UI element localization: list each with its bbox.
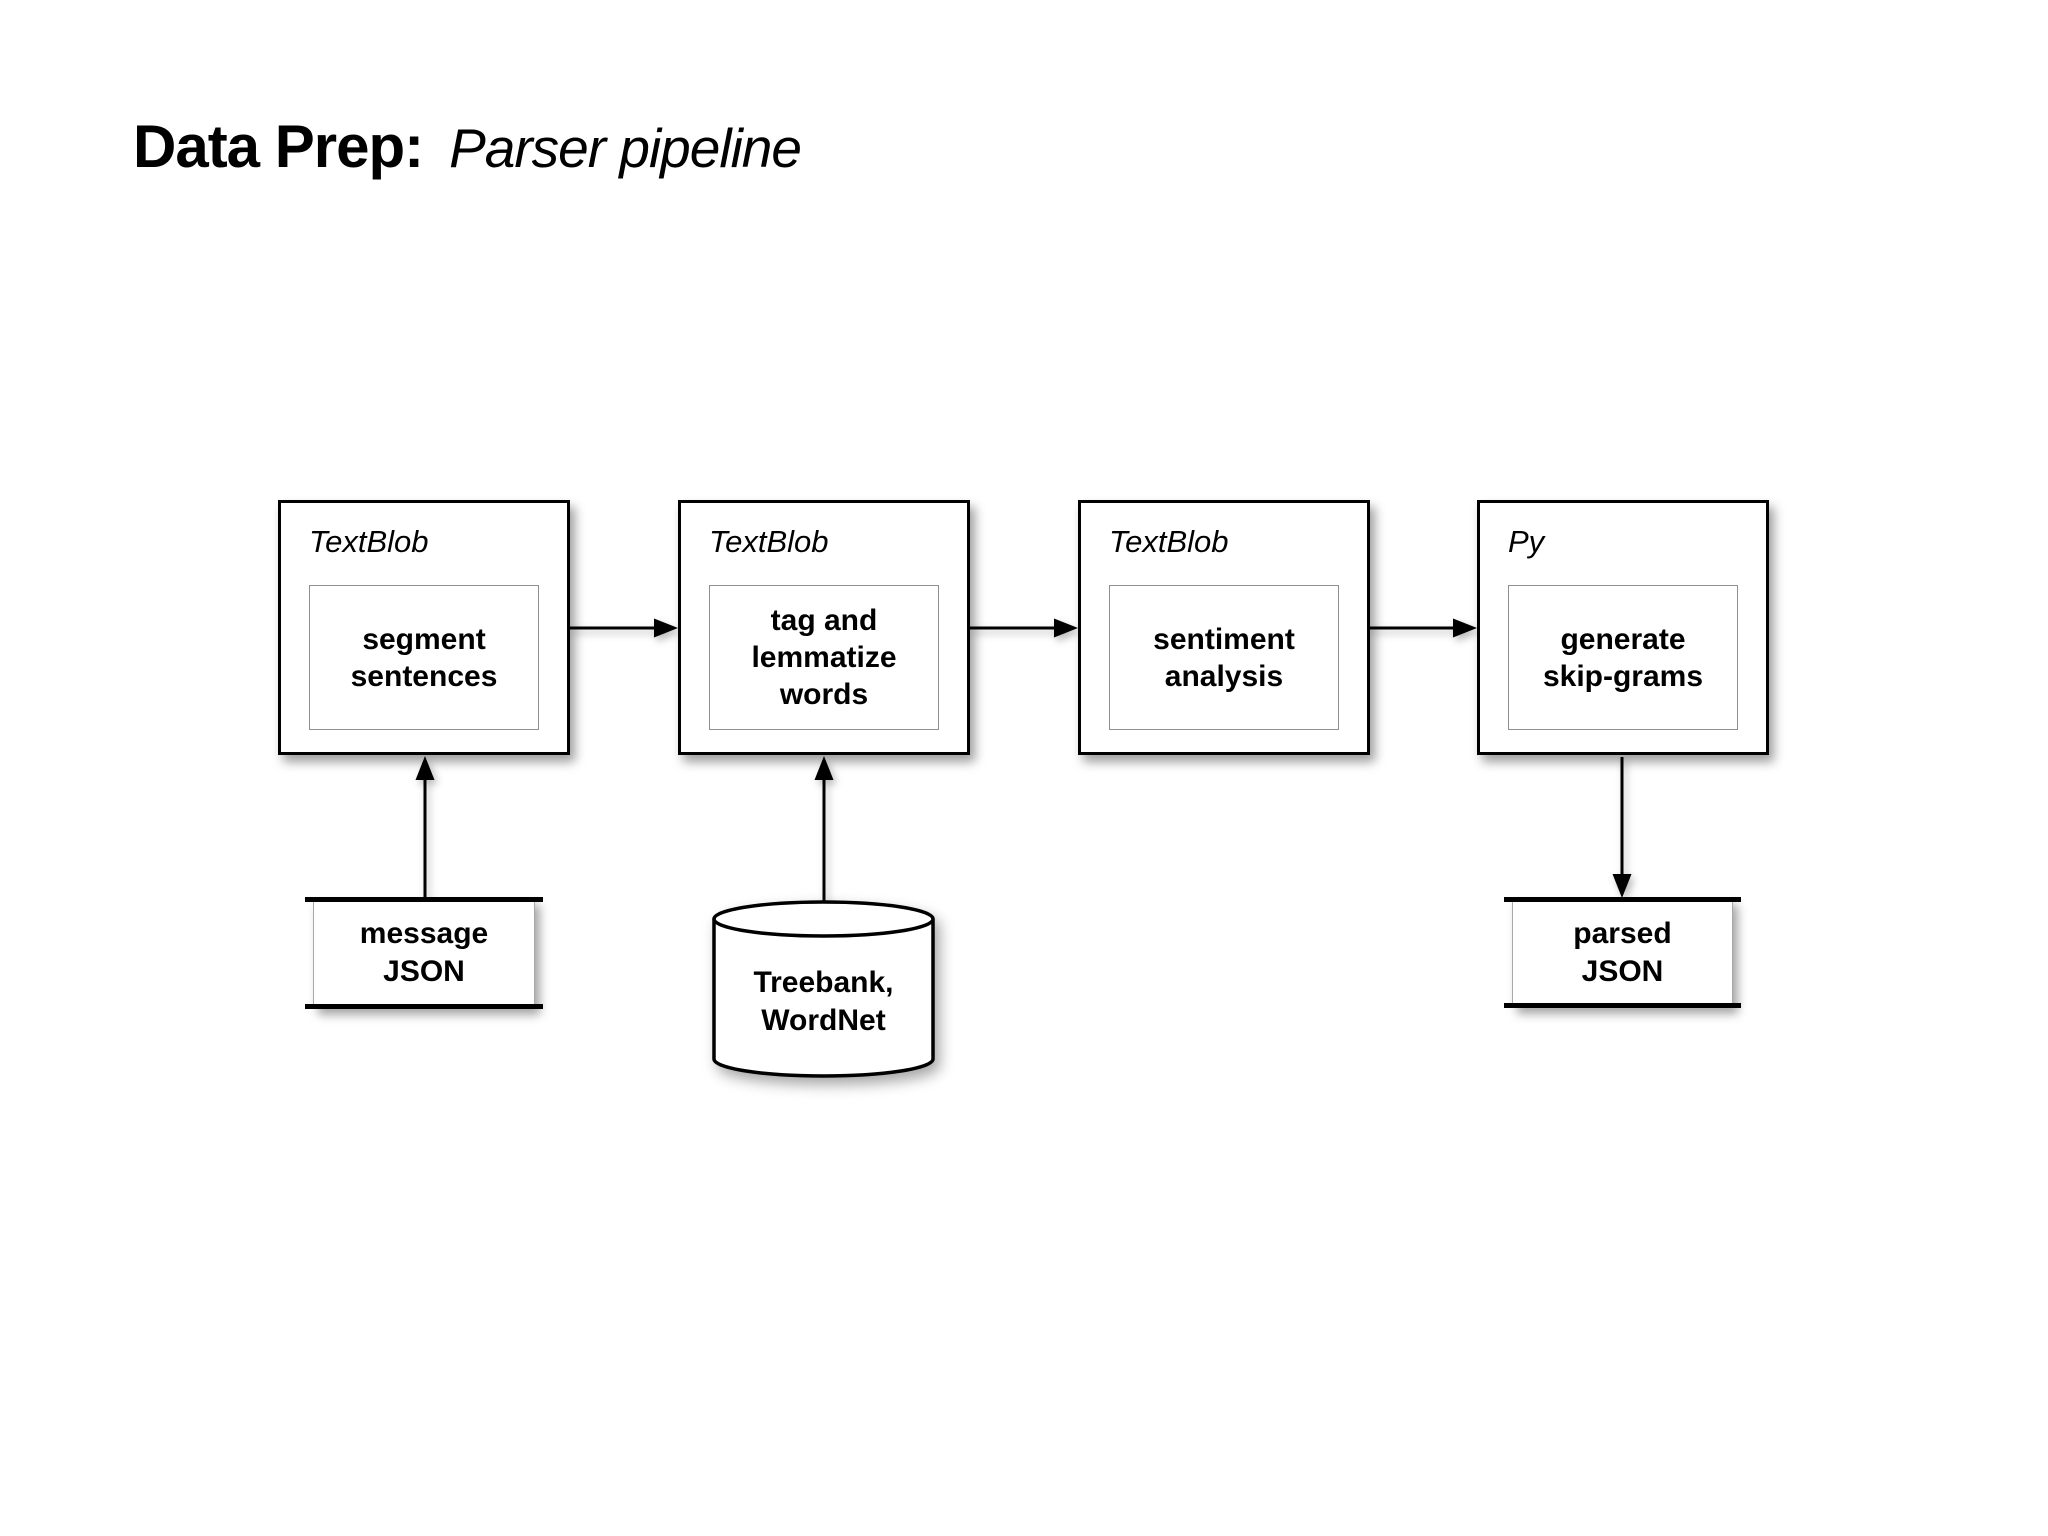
- arrow-treebank-to-stage2: [814, 756, 834, 912]
- output-card-label: parsed JSON: [1573, 916, 1672, 988]
- action-label: tag and lemmatize words: [751, 604, 897, 711]
- action-box: segment sentences: [309, 585, 539, 730]
- stage-box-sentiment-analysis: TextBlob sentiment analysis: [1078, 500, 1370, 755]
- database-label: Treebank, WordNet: [753, 966, 894, 1037]
- title-heading: Data Prep:: [133, 113, 424, 180]
- stage-box-generate-skipgrams: Py generate skip-grams: [1477, 500, 1769, 755]
- database-cylinder-treebank-wordnet: Treebank, WordNet: [712, 898, 935, 1082]
- action-box: tag and lemmatize words: [709, 585, 939, 730]
- arrow-stage4-to-parsed-json: [1612, 757, 1632, 898]
- title-subtitle: Parser pipeline: [449, 117, 802, 179]
- input-card-label: message JSON: [359, 917, 489, 988]
- arrow-message-json-to-stage1: [415, 756, 435, 899]
- arrow-stage2-to-stage3: [969, 618, 1078, 638]
- arrow-stage1-to-stage2: [569, 618, 678, 638]
- output-card-parsed-json: parsed JSON: [1504, 897, 1741, 1008]
- page-title: Data Prep: Parser pipeline: [133, 112, 802, 181]
- action-label: sentiment analysis: [1153, 622, 1295, 693]
- action-label: generate skip-grams: [1542, 622, 1704, 693]
- cylinder-shape: [712, 900, 935, 1078]
- action-box: sentiment analysis: [1109, 585, 1339, 730]
- stage-box-tag-lemmatize: TextBlob tag and lemmatize words: [678, 500, 970, 755]
- framework-label: TextBlob: [709, 524, 829, 559]
- input-card-message-json: message JSON: [305, 897, 543, 1009]
- framework-label: TextBlob: [1109, 524, 1229, 559]
- framework-label: TextBlob: [309, 524, 429, 559]
- action-label: segment sentences: [350, 622, 498, 693]
- stage-box-segment-sentences: TextBlob segment sentences: [278, 500, 570, 755]
- framework-label: Py: [1508, 524, 1545, 559]
- arrow-stage3-to-stage4: [1367, 618, 1477, 638]
- action-box: generate skip-grams: [1508, 585, 1738, 730]
